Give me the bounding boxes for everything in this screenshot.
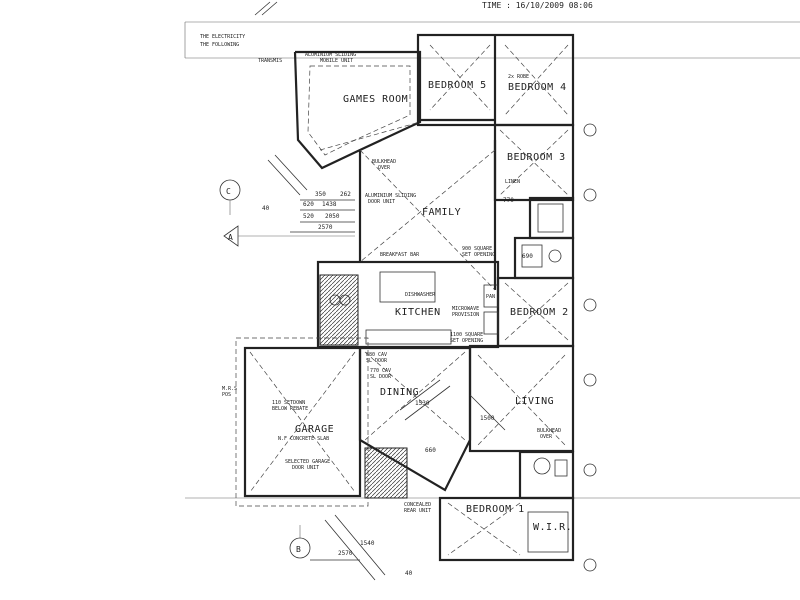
dim-1530: 1530 bbox=[415, 400, 430, 407]
note-bulkhead-living-2: OVER bbox=[540, 434, 553, 440]
right-grid-ticks bbox=[583, 123, 597, 572]
grid-marker-a-label: A bbox=[228, 233, 233, 242]
room-label-games-room: GAMES ROOM bbox=[343, 94, 408, 105]
bathroom-walls bbox=[513, 196, 575, 280]
note-garage-1: 110 SETDOWN bbox=[272, 400, 305, 406]
note-cav-b: SL DOOR bbox=[366, 358, 388, 364]
ensuite-walls bbox=[518, 450, 575, 500]
room-label-bedroom-3: BEDROOM 3 bbox=[507, 152, 566, 163]
dim-2050: 2050 bbox=[325, 213, 340, 220]
note-pan: PAN bbox=[486, 294, 495, 300]
dim-660: 660 bbox=[425, 447, 436, 454]
note-dishwasher: DISHWASHER bbox=[405, 292, 436, 298]
room-label-kitchen: KITCHEN bbox=[395, 307, 441, 318]
bedroom-1-walls bbox=[438, 496, 575, 562]
note-bulkhead-a: BULKHEAD bbox=[372, 159, 396, 165]
easement-lines bbox=[184, 1, 800, 59]
dim-350: 350 bbox=[315, 191, 326, 198]
room-label-family: FAMILY bbox=[422, 207, 461, 218]
note-linen: LINEN bbox=[505, 179, 520, 185]
dim-262: 262 bbox=[340, 191, 351, 198]
note-garage-slab: N.F CONCRETE SLAB bbox=[278, 436, 329, 442]
dim-620: 620 bbox=[303, 201, 314, 208]
dim-1500: 1500 bbox=[480, 415, 495, 422]
note-cav-c: 770 CAV bbox=[370, 368, 391, 374]
room-label-bedroom-1: BEDROOM 1 bbox=[466, 504, 525, 515]
dim-2570: 2570 bbox=[318, 224, 333, 231]
note-bulkhead-living: BULKHEAD bbox=[537, 428, 561, 434]
family-walls bbox=[358, 140, 497, 291]
dim-40: 40 bbox=[262, 205, 270, 212]
note-cav-a: 880 CAV bbox=[366, 352, 387, 358]
grid-marker-b bbox=[289, 525, 311, 559]
garage-walls bbox=[235, 337, 369, 507]
note-garage-2: BELOW REBATE bbox=[272, 406, 308, 412]
room-label-living: LIVING bbox=[515, 396, 554, 407]
note-square-set-3: 1100 SQUARE bbox=[450, 332, 483, 338]
grid-marker-b-label: B bbox=[296, 545, 301, 554]
dimension-lines-left bbox=[267, 154, 355, 233]
room-label-dining: DINING bbox=[380, 387, 419, 398]
easement-text-3: TRANSMIS bbox=[258, 58, 282, 64]
note-pos: POS bbox=[222, 392, 231, 398]
dim-1540: 1540 bbox=[360, 540, 375, 547]
note-breakfast-bar: BREAKFAST BAR bbox=[380, 252, 420, 258]
room-label-bedroom-5: BEDROOM 5 bbox=[428, 80, 487, 91]
dim-690: 690 bbox=[522, 253, 533, 260]
dim-2570-b: 2570 bbox=[338, 550, 353, 557]
timestamp-text: TIME : 16/10/2009 08:06 bbox=[482, 1, 593, 10]
room-label-garage: GARAGE bbox=[295, 424, 334, 435]
note-concealed: CONCEALED bbox=[404, 502, 431, 508]
porch bbox=[364, 447, 408, 499]
room-label-bedroom-4: BEDROOM 4 bbox=[508, 82, 567, 93]
note-alu-door-family-2: DOOR UNIT bbox=[368, 199, 395, 205]
note-bulkhead-b: OVER bbox=[378, 165, 391, 171]
note-microwave-2: PROVISION bbox=[452, 312, 479, 318]
note-robe: 2x ROBE bbox=[508, 74, 529, 80]
note-alu-door-top-2: MOBILE UNIT bbox=[320, 58, 353, 64]
grid-marker-c-label: C bbox=[226, 187, 231, 196]
dimension-lines-bottom bbox=[310, 514, 386, 581]
easement-text-1: THE ELECTRICITY bbox=[200, 34, 245, 40]
note-microwave: MICROWAVE bbox=[452, 306, 479, 312]
room-label-bedroom-2: BEDROOM 2 bbox=[510, 307, 569, 318]
dimension-lines-dining bbox=[399, 379, 506, 431]
note-cav-d: SL DOOR bbox=[370, 374, 392, 380]
grid-marker-c bbox=[219, 179, 241, 215]
note-concealed-2: REAR UNIT bbox=[404, 508, 431, 514]
grid-marker-a bbox=[223, 225, 355, 247]
note-square-set-2: SET OPENING bbox=[462, 252, 495, 258]
note-square-set-4: SET OPENING bbox=[450, 338, 483, 344]
note-garage-door-2: DOOR UNIT bbox=[292, 465, 319, 471]
note-square-set-1: 900 SQUARE bbox=[462, 246, 492, 252]
games-room-walls bbox=[293, 50, 422, 170]
dim-770: 770 bbox=[503, 197, 514, 204]
dim-1438: 1438 bbox=[322, 201, 337, 208]
note-alu-door-family: ALUMINIUM SLIDING bbox=[365, 193, 416, 199]
note-alu-door-top: ALUMINIUM SLIDING bbox=[305, 52, 356, 58]
note-garage-door-1: SELECTED GARAGE bbox=[285, 459, 330, 465]
dim-520: 520 bbox=[303, 213, 314, 220]
room-label-wir: W.I.R. bbox=[533, 522, 572, 533]
easement-text-2: THE FOLLOWING bbox=[200, 42, 239, 48]
note-mrs: M.R.S bbox=[222, 386, 237, 392]
dim-40-b: 40 bbox=[405, 570, 413, 577]
